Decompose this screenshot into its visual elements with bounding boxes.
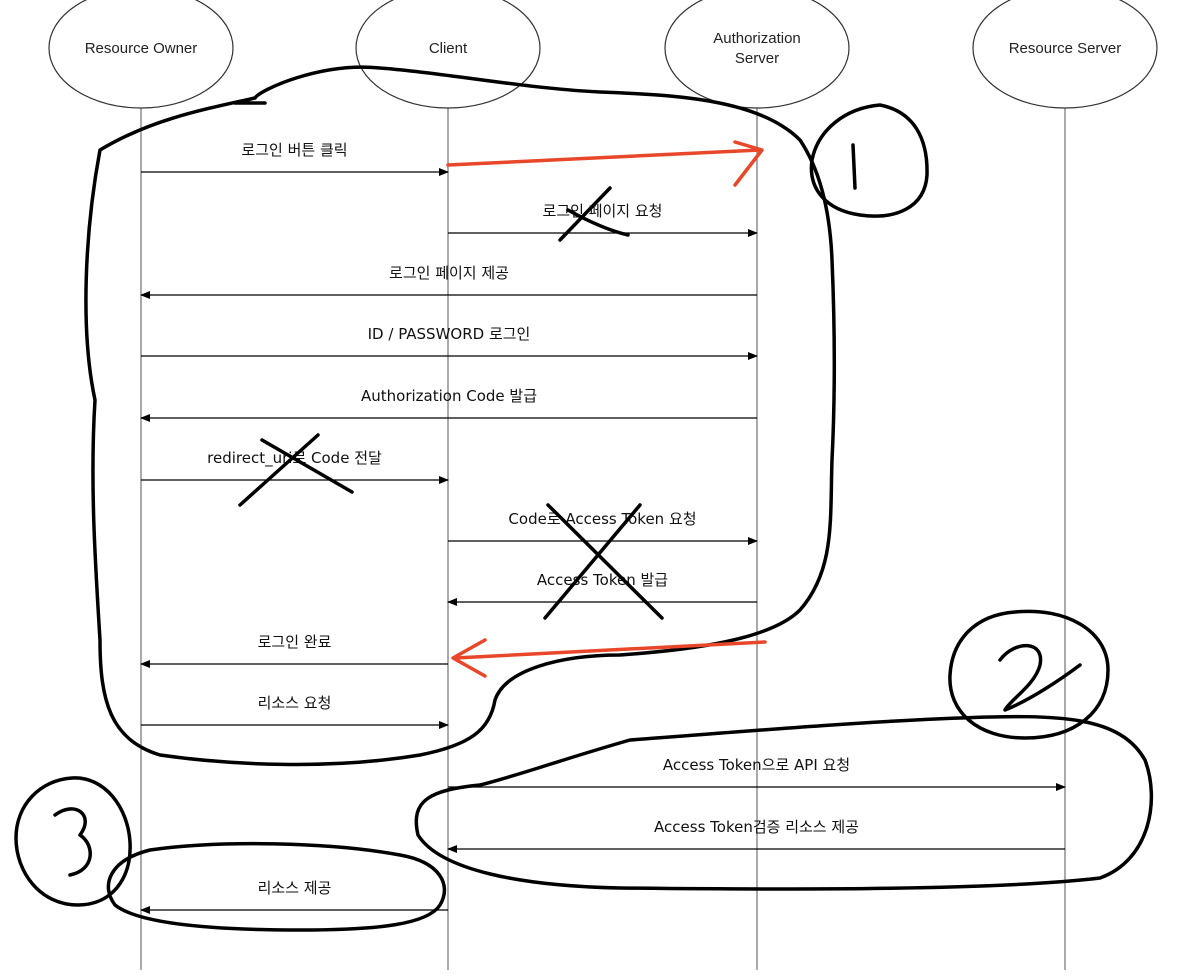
message-label-login-complete: 로그인 완료 [258,633,332,651]
actor-ellipse-resource-owner [48,0,234,109]
circle-3 [14,776,132,907]
red-arrow-bottom [453,640,767,660]
numeral-2-stroke [998,643,1082,712]
message-resource-request: 리소스 요청 [141,694,449,729]
message-login-page-provide: 로그인 페이지 제공 [140,264,757,299]
message-label-login-page-provide: 로그인 페이지 제공 [389,264,509,282]
message-token-verify-resource: Access Token검증 리소스 제공 [447,818,1065,853]
actor-client: Client [355,0,541,109]
message-label-login-page-request: 로그인 페이지 요청 [543,202,663,220]
cross-out-login-page-request-1 [558,186,612,242]
cross-out-redirect-1 [238,433,320,507]
actor-label-client: Client [429,40,468,57]
message-label-api-request: Access Token으로 API 요청 [663,756,850,774]
handwritten-annotations: 123 [14,65,1154,932]
actor-ellipse-resource-server [972,0,1158,109]
message-login-complete: 로그인 완료 [140,633,448,668]
numeral-1-stroke [851,143,857,190]
message-label-resource-provide: 리소스 제공 [258,879,332,897]
message-id-password-login: ID / PASSWORD 로그인 [141,325,758,360]
cross-out-token-1 [543,503,642,620]
message-label-auth-code-issue: Authorization Code 발급 [361,387,537,405]
circle-1 [809,103,929,218]
actor-label-resource-server: Resource Server [1009,40,1122,57]
group-1-loop [84,65,836,767]
message-label-access-token-issue: Access Token 발급 [537,571,668,589]
message-label-code-token-request: Code로 Access Token 요청 [508,510,696,528]
actor-resource-server: Resource Server [972,0,1158,109]
message-label-resource-request: 리소스 요청 [258,694,332,712]
actor-label-authorization-server: Authorization [713,30,801,47]
numeral-3-stroke [53,807,92,877]
lifelines [140,108,1066,970]
group-3-loop [106,841,447,932]
actor-label-authorization-server: Server [735,50,779,67]
message-api-request: Access Token으로 API 요청 [448,756,1066,791]
actor-ellipse-authorization-server [664,0,850,109]
actor-label-resource-owner: Resource Owner [85,40,198,57]
message-label-token-verify-resource: Access Token검증 리소스 제공 [654,818,859,836]
message-code-token-request: Code로 Access Token 요청 [448,510,758,545]
red-arrow-top [446,148,762,167]
cross-out-login-page-request-2 [566,208,630,237]
cross-out-token-2 [546,503,664,620]
message-resource-provide: 리소스 제공 [140,879,448,914]
message-login-button-click: 로그인 버튼 클릭 [141,141,449,176]
message-login-page-request: 로그인 페이지 요청 [448,202,758,237]
red-arrow-bottom-head [451,638,487,678]
circle-2 [948,609,1110,740]
actor-resource-owner: Resource Owner [48,0,234,109]
red-arrow-top-head [733,140,764,187]
message-auth-code-issue: Authorization Code 발급 [140,387,757,422]
message-label-login-button-click: 로그인 버튼 클릭 [241,141,347,159]
message-label-id-password-login: ID / PASSWORD 로그인 [368,325,531,343]
cross-out-redirect-2 [260,438,354,494]
message-access-token-issue: Access Token 발급 [447,571,757,606]
group-2-loop [414,714,1154,891]
message-redirect-code-deliver: redirect_uri로 Code 전달 [141,449,449,484]
